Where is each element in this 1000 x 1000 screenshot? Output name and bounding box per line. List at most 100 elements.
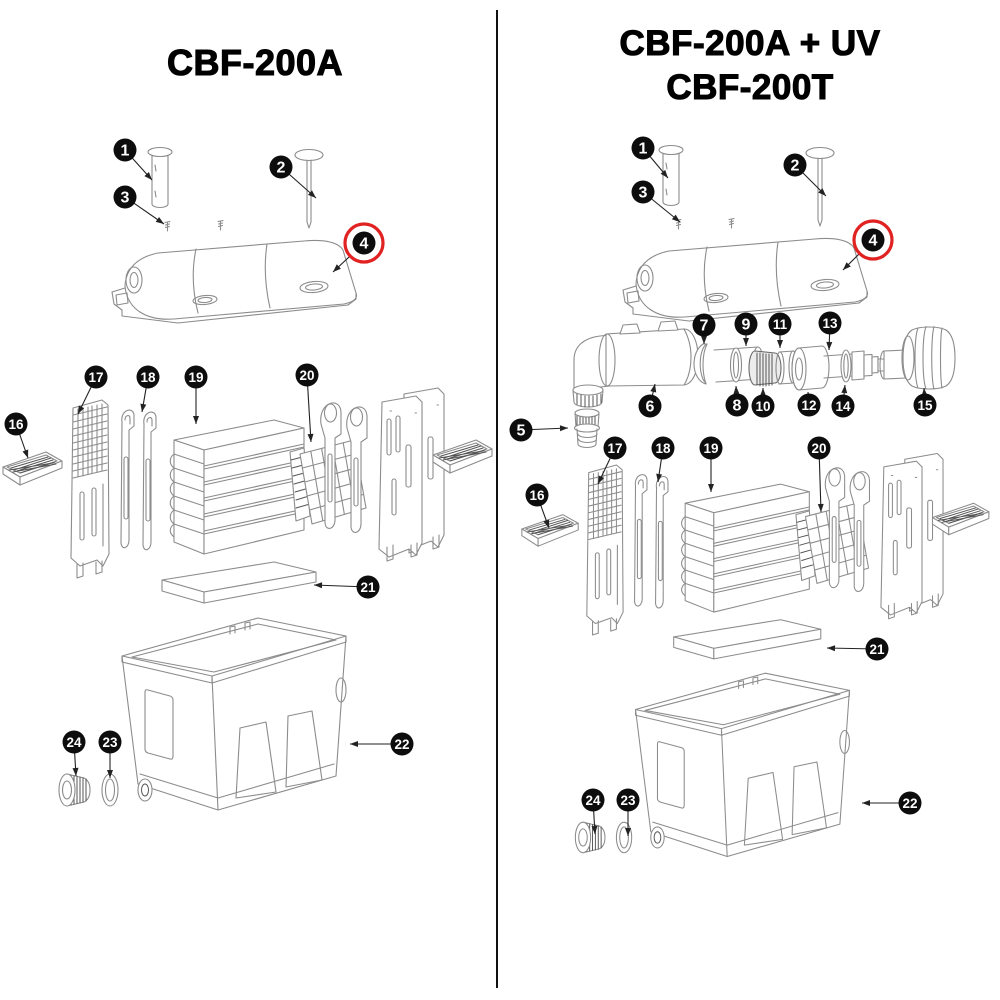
callout-badge [797,393,821,417]
callout-badge [581,788,605,812]
hose-fitting-part [573,408,601,449]
callout-22: 22 [862,791,922,815]
callout-24: 24 [62,730,86,777]
callout-number: 17 [88,370,103,385]
callout-badge [692,313,716,337]
callout-number: 24 [66,735,82,750]
callout-21: 21 [826,637,889,661]
callout-2: 2 [783,153,827,197]
callout-23: 23 [98,730,122,778]
lamp-washer-part [840,349,852,383]
leader-arrowhead [78,405,85,414]
leader-arrowhead [350,741,358,747]
callout-11: 11 [768,312,792,348]
leader-arrowhead [760,388,766,396]
callout-number: 4 [869,233,878,250]
leader-arrowhead [650,384,657,393]
leader-arrowhead [733,386,740,395]
callout-number: 7 [700,318,709,335]
leader-arrowhead [777,340,783,348]
callout-number: 1 [639,141,648,158]
callout-12: 12 [797,391,821,417]
callout-10: 10 [751,388,775,418]
right-panel-title-line2: CBF-200T [666,67,834,107]
leader-arrowhead [843,262,851,270]
callout-number: 24 [585,793,601,808]
callout-number: 14 [835,399,851,414]
callout-number: 18 [655,441,671,456]
callout-badge [651,436,675,460]
callout-badge [352,231,376,255]
callout-badge [356,575,380,599]
callout-9: 9 [734,312,758,346]
callout-number: 21 [869,642,885,657]
leader-arrowhead [314,582,323,589]
leader-arrowhead [155,217,164,224]
callout-number: 16 [529,488,545,503]
callout-badge [898,791,922,815]
callout-17: 17 [77,365,108,415]
leader-arrowhead [193,416,199,424]
leader-arrowhead [841,385,848,394]
callout-number: 10 [755,399,770,414]
callout-badge [638,394,662,418]
leader-arrowhead [818,188,826,196]
lamp-holder-part [791,345,830,391]
callout-badge [84,365,108,389]
callout-4: 4 [332,222,385,273]
callout-7: 7 [692,313,716,344]
callout-number: 23 [620,793,636,808]
leader-arrowhead [656,473,663,482]
leader-arrowhead [708,484,714,492]
callout-number: 17 [607,441,622,456]
leader-arrowhead [22,449,29,458]
callout-3: 3 [631,180,681,223]
sleeve-o-ring-part [729,347,743,383]
callout-badge [113,185,137,209]
callout-6: 6 [638,383,662,418]
callout-badge [525,483,549,507]
uv-elbow-body-part [572,320,699,408]
leader-arrowhead [144,172,152,180]
callout-number: 18 [140,370,156,385]
callout-number: 3 [639,185,648,202]
callout-14: 14 [831,384,855,418]
callout-1: 1 [113,138,153,181]
callout-badge [913,393,937,417]
callout-number: 11 [773,317,788,332]
callout-22: 22 [350,732,414,756]
callout-number: 13 [822,316,838,331]
callout-badge [768,312,792,336]
callout-number: 2 [277,160,286,177]
leader-arrowhead [598,475,605,484]
callout-badge [184,365,208,389]
callout-badge [807,436,831,460]
callout-20: 20 [807,436,831,513]
callout-15: 15 [913,387,937,417]
callout-16: 16 [4,412,29,459]
leader-arrowhead [827,645,836,652]
left-exploded-view [3,148,492,811]
callout-number: 4 [360,236,369,253]
callout-5: 5 [509,418,569,442]
callout-badge [390,732,414,756]
callout-number: 12 [801,398,816,413]
callout-badge [269,155,293,179]
callout-number: 3 [121,190,130,207]
callout-badge [831,394,855,418]
callout-badge [861,228,885,252]
panel-divider [496,10,498,988]
right-panel-title-line1: CBF-200A + UV [619,23,881,63]
leader-arrowhead [140,403,147,412]
callout-badge [603,436,627,460]
uv-clarifier-assembly [572,320,956,449]
callout-3: 3 [113,185,165,225]
callout-number: 9 [742,317,751,334]
leader-arrowhead [826,341,833,350]
callout-badge [631,180,655,204]
leader-arrowhead [817,503,824,512]
callout-badge [616,788,640,812]
callout-number: 20 [811,441,826,456]
callout-4: 4 [842,219,894,271]
